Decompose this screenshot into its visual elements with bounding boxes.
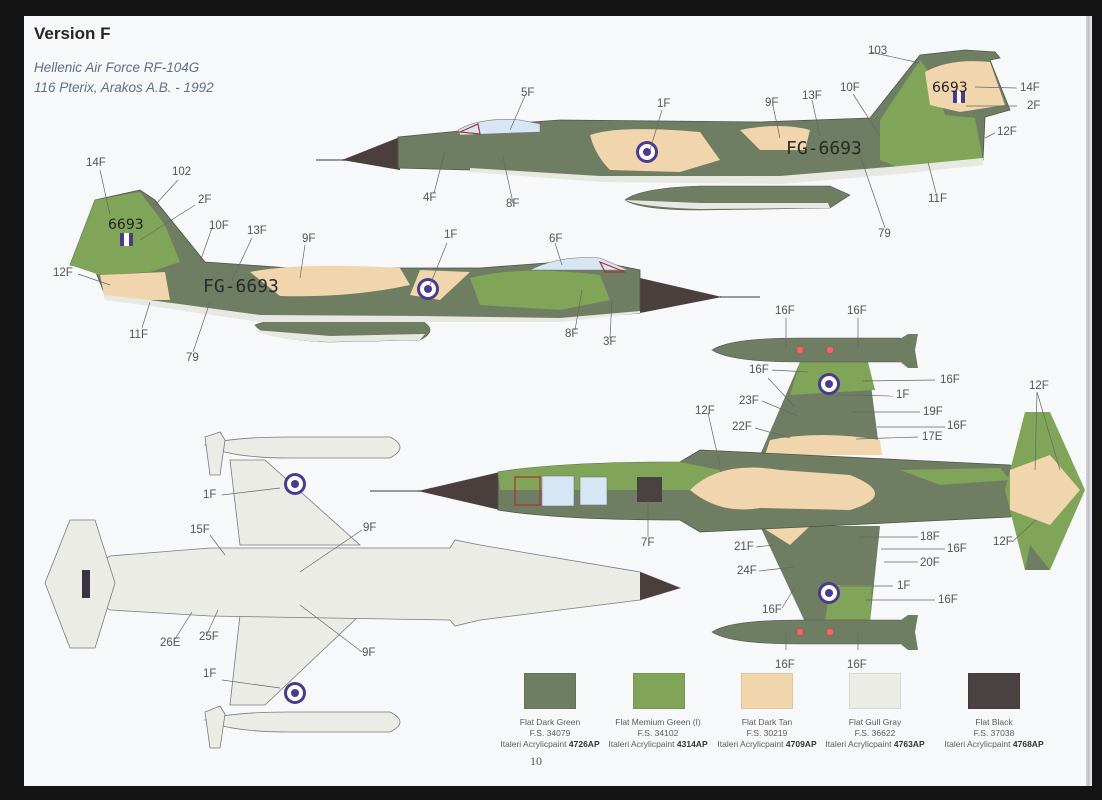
swatch-flat-dark-green [524, 673, 576, 709]
unit-subtitle: 116 Pterix, Arakos A.B. - 1992 [34, 80, 214, 95]
callout-16F: 16F [940, 374, 960, 386]
svg-text:FG-6693: FG-6693 [203, 276, 279, 297]
callout-13F: 13F [247, 225, 267, 237]
callout-102: 102 [172, 166, 192, 178]
callout-16F: 16F [775, 659, 795, 671]
callout-7F: 7F [641, 537, 655, 549]
callout-9F: 9F [765, 97, 779, 109]
callout-13F: 13F [802, 90, 822, 102]
callout-14F: 14F [1020, 82, 1040, 94]
callout-79: 79 [186, 352, 199, 364]
callout-16F: 16F [938, 594, 958, 606]
callout-1F: 1F [203, 489, 217, 501]
callout-1F: 1F [657, 98, 671, 110]
callout-79: 79 [878, 228, 891, 240]
callout-1F: 1F [444, 229, 458, 241]
callout-25F: 25F [199, 631, 219, 643]
callout-16F: 16F [749, 364, 769, 376]
callout-9F: 9F [302, 233, 316, 245]
underside-view [44, 431, 682, 749]
callout-9F: 9F [363, 522, 377, 534]
callout-18F: 18F [920, 531, 940, 543]
callout-23F: 23F [739, 395, 759, 407]
callout-14F: 14F [86, 157, 106, 169]
callout-1F: 1F [203, 668, 217, 680]
aircraft-type-subtitle: Hellenic Air Force RF-104G [34, 60, 200, 75]
callout-10F: 10F [840, 82, 860, 94]
callout-16F: 16F [847, 659, 867, 671]
callout-16F: 16F [775, 305, 795, 317]
callout-4F: 4F [423, 192, 437, 204]
callout-11F: 11F [928, 193, 947, 205]
callout-1F: 1F [897, 580, 911, 592]
callout-17E: 17E [922, 431, 943, 443]
callout-3F: 3F [603, 336, 617, 348]
swatch-flat-black [968, 673, 1020, 709]
callout-26E: 26E [160, 637, 181, 649]
callout-2F: 2F [1027, 100, 1041, 112]
callout-16F: 16F [947, 420, 967, 432]
callout-6F: 6F [549, 233, 563, 245]
right-profile-view: FG-6693 6693 [69, 169, 760, 353]
callout-24F: 24F [737, 565, 757, 577]
callout-12F: 12F [997, 126, 1017, 138]
swatch-label-medium-green: Flat Memium Green (I)F.S. 34102 Italeri … [608, 717, 708, 749]
svg-text:6693: 6693 [932, 80, 968, 96]
callout-16F: 16F [847, 305, 867, 317]
callout-22F: 22F [732, 421, 752, 433]
callout-9F: 9F [362, 647, 376, 659]
left-profile-view: FG-6693 6693 [316, 49, 1018, 229]
swatch-flat-dark-tan [741, 673, 793, 709]
callout-15F: 15F [190, 524, 210, 536]
svg-text:6693: 6693 [108, 217, 144, 233]
callout-16F: 16F [947, 543, 967, 555]
page-edge [1086, 16, 1092, 786]
callout-21F: 21F [734, 541, 754, 553]
callout-8F: 8F [565, 328, 579, 340]
callout-10F: 10F [209, 220, 229, 232]
top-plan-view [370, 318, 1085, 650]
svg-text:FG-6693: FG-6693 [786, 138, 862, 159]
callout-8F: 8F [506, 198, 520, 210]
callout-19F: 19F [923, 406, 943, 418]
swatch-flat-medium-green [633, 673, 685, 709]
underside-callouts [174, 487, 363, 689]
callout-20F: 20F [920, 557, 940, 569]
callout-5F: 5F [521, 87, 535, 99]
callout-1F: 1F [896, 389, 910, 401]
callout-12F: 12F [695, 405, 715, 417]
callout-11F: 11F [129, 329, 148, 341]
callout-12F: 12F [1029, 380, 1049, 392]
callout-12F: 12F [53, 267, 73, 279]
version-title: Version F [34, 24, 111, 43]
callout-12F: 12F [993, 536, 1013, 548]
callout-16F: 16F [762, 604, 782, 616]
callout-2F: 2F [198, 194, 212, 206]
callout-103: 103 [868, 45, 888, 57]
page-number: 10 [530, 754, 542, 768]
swatch-flat-gull-gray [849, 673, 901, 709]
